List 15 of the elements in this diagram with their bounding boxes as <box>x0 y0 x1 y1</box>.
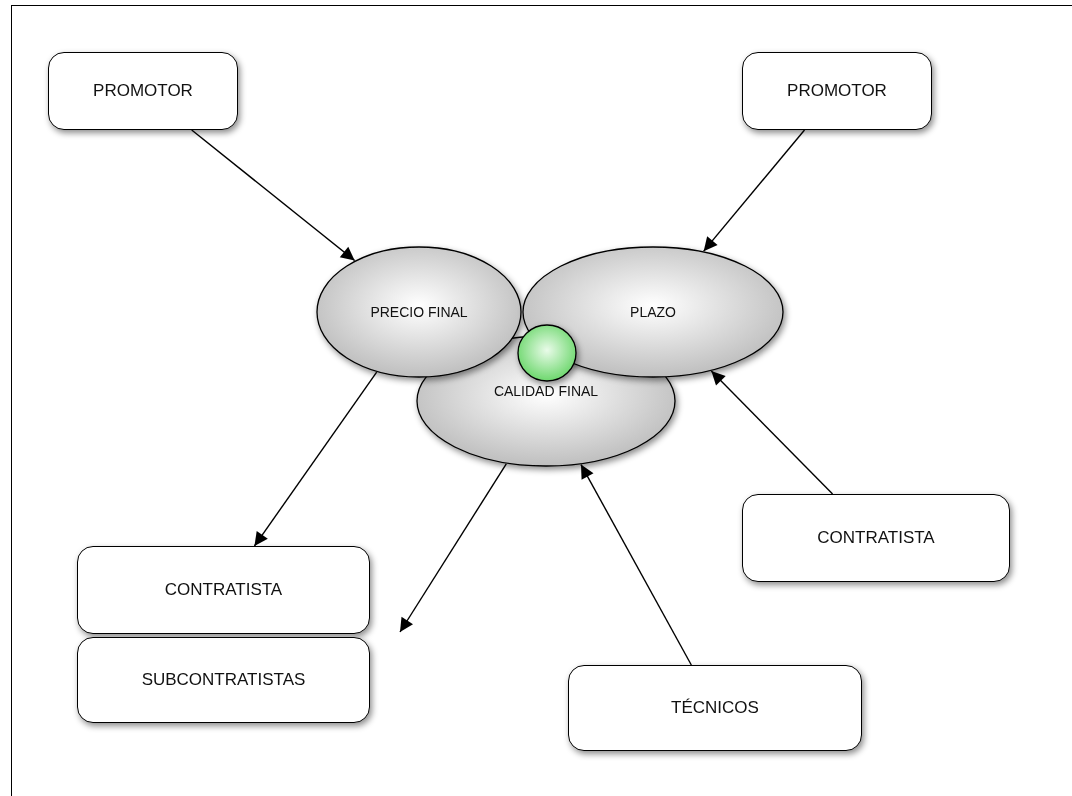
rounded-box <box>742 494 1010 582</box>
rounded-box <box>77 546 370 634</box>
node-label: SUBCONTRATISTAS <box>141 670 306 690</box>
node-label: TÉCNICOS <box>671 698 759 718</box>
node-label: CONTRATISTA <box>817 528 935 548</box>
node-label: PROMOTOR <box>787 81 887 101</box>
rounded-box <box>77 637 370 723</box>
rounded-box <box>742 52 932 130</box>
node-label: PROMOTOR <box>93 81 193 101</box>
node-label: PLAZO <box>630 304 676 320</box>
node-label: PRECIO FINAL <box>370 304 468 320</box>
rounded-box <box>48 52 238 130</box>
node-label: CALIDAD FINAL <box>493 383 599 399</box>
rounded-box <box>568 665 862 751</box>
node-label: CONTRATISTA <box>164 580 283 600</box>
